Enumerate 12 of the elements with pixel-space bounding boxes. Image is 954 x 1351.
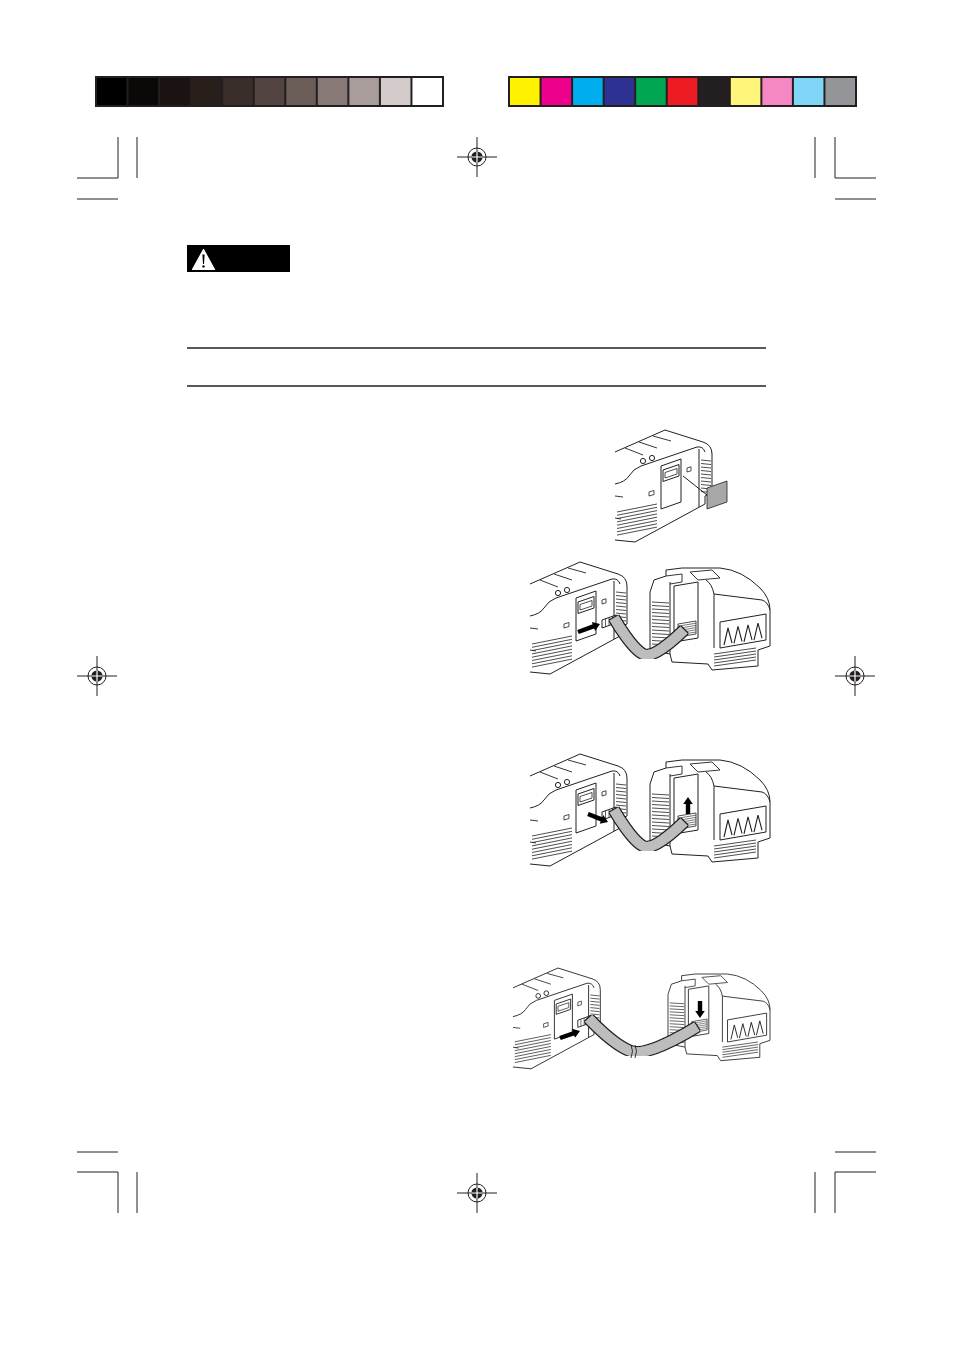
base-unit-illustration xyxy=(512,967,601,1070)
base-unit-illustration xyxy=(529,753,628,867)
expansion-unit-illustration xyxy=(649,567,771,671)
expansion-unit-illustration xyxy=(649,759,771,863)
guide-line xyxy=(682,475,708,496)
cable xyxy=(609,807,688,852)
cable xyxy=(585,1014,700,1057)
cable xyxy=(609,615,688,660)
base-unit-illustration xyxy=(614,429,713,543)
base-unit-illustration xyxy=(529,561,628,675)
expansion-unit-illustration xyxy=(667,973,771,1062)
cover-plate xyxy=(706,480,728,510)
